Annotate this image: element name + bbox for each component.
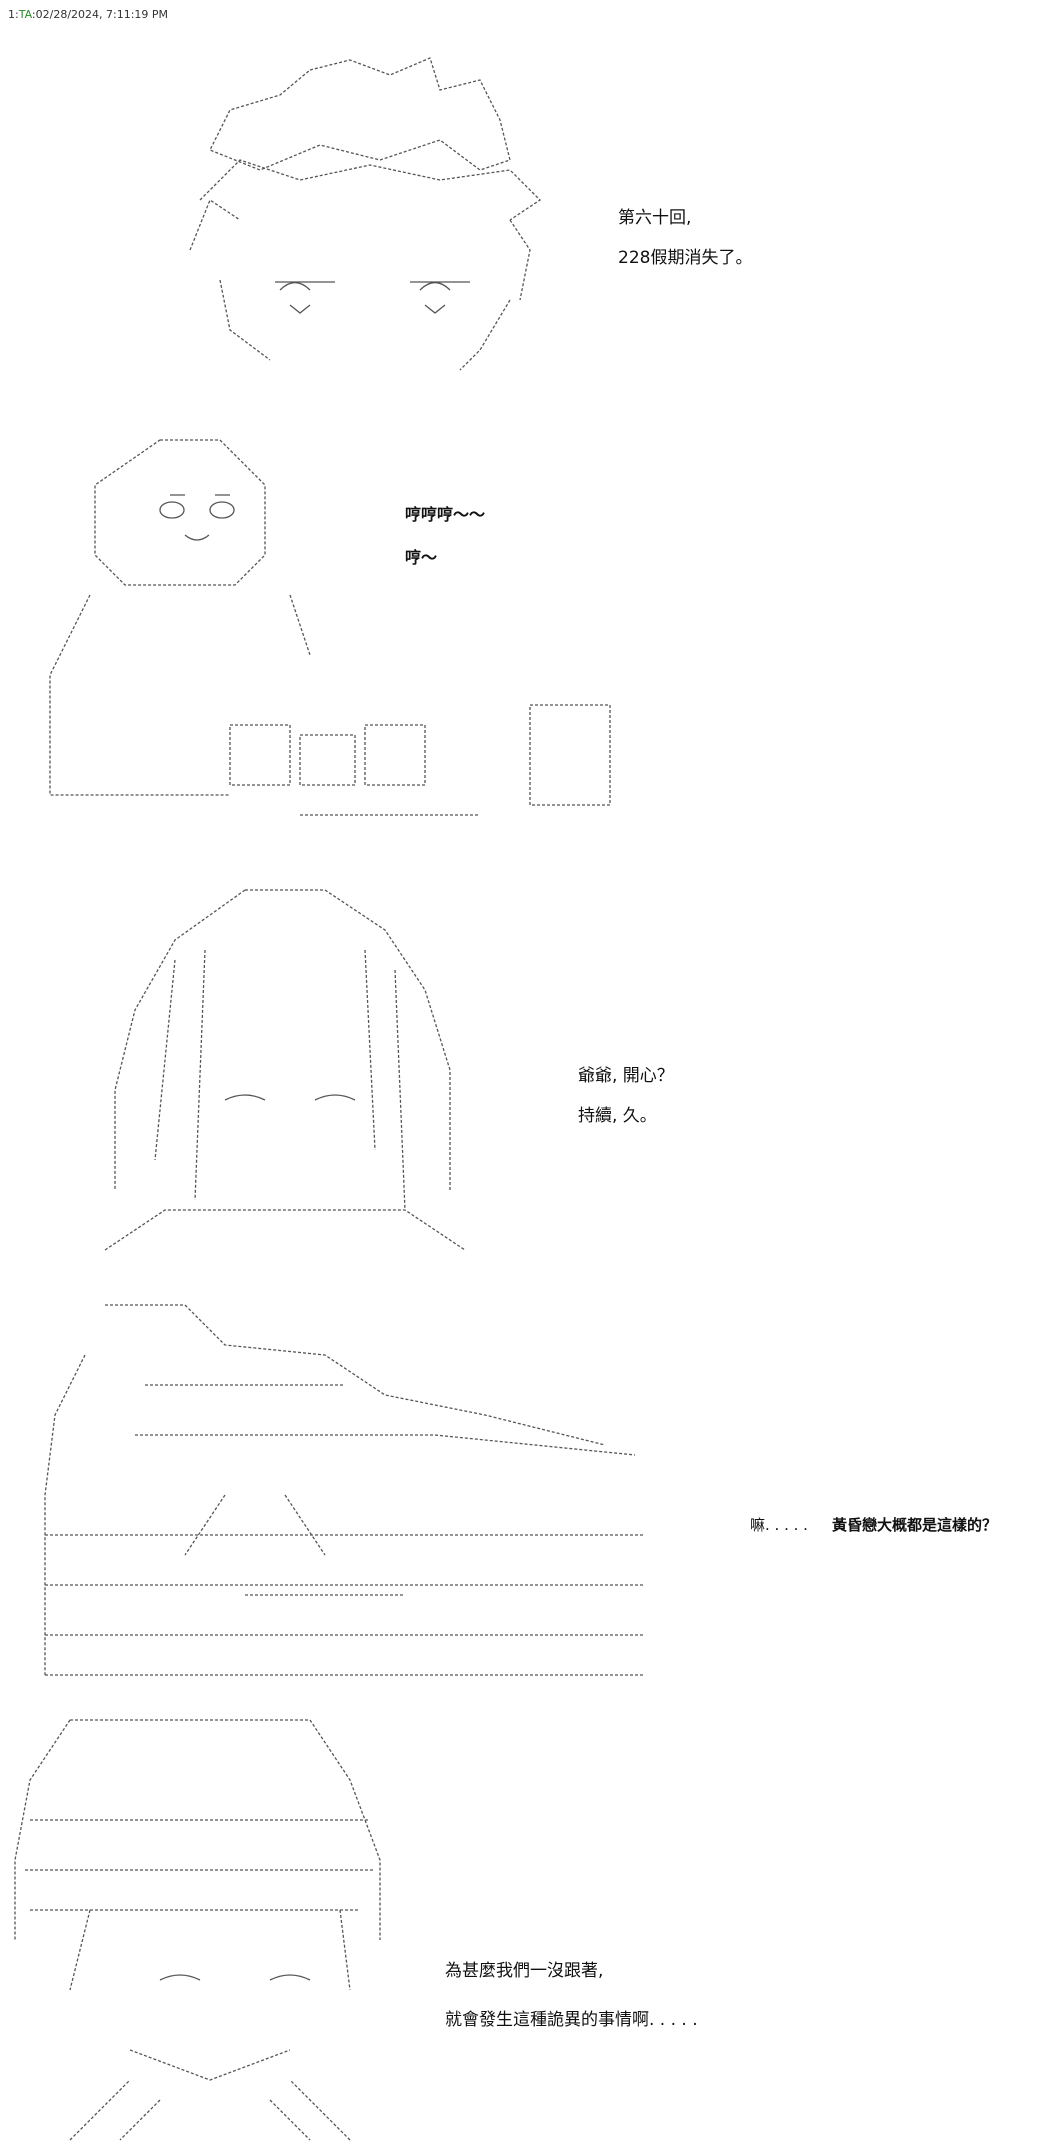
panel-4-line-2: 黃昏戀大概都是這樣的？ <box>832 1516 998 1534</box>
post-number: 1 <box>8 8 15 21</box>
post-header: 1:TA:02/28/2024, 7:11:19 PM <box>8 8 169 21</box>
ascii-art-long-hair-girl <box>75 880 515 1260</box>
panel-4-line-1: 嘛. . . . . <box>750 1516 808 1534</box>
ascii-art-armored-figure <box>25 1295 665 1685</box>
panel-1-line-1: 第六十回, <box>618 208 692 228</box>
panel-3-line-1: 爺爺, 開心？ <box>578 1066 674 1086</box>
ascii-art-spiky-hair-character <box>180 50 570 380</box>
post-timestamp: :02/28/2024, 7:11:19 PM <box>31 8 169 21</box>
panel-1-line-2: 228假期消失了。 <box>618 248 753 268</box>
ascii-art-short-hair-girl <box>10 1700 430 2150</box>
ascii-art-old-man-with-jars <box>30 425 620 835</box>
poster-id[interactable]: TA <box>18 8 32 21</box>
panel-5-line-1: 為甚麼我們一沒跟著, <box>445 1961 604 1981</box>
panel-5-line-2: 就會發生這種詭異的事情啊. . . . . <box>445 2010 698 2030</box>
panel-3-line-2: 持續, 久。 <box>578 1106 657 1126</box>
panel-2-line-2: 哼～ <box>405 548 438 567</box>
panel-2-line-1: 哼哼哼～～ <box>405 505 486 524</box>
